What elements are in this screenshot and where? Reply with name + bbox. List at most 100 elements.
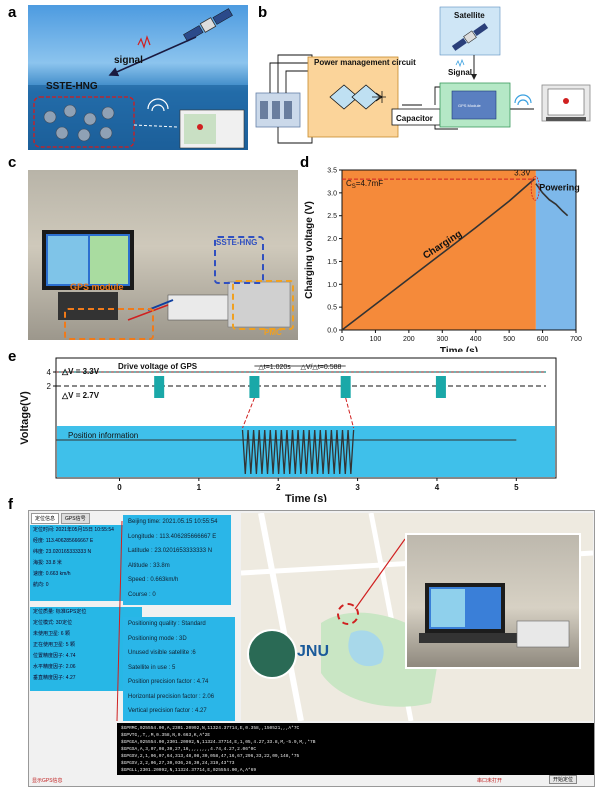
info-item: Altitude : 33.8m: [128, 562, 170, 569]
signal-label: signal: [114, 55, 143, 66]
signal-wave-icon: [137, 35, 151, 49]
panel-label-d: d: [300, 154, 310, 171]
info-item: Longitude : 113.406285666667 E: [128, 533, 217, 540]
panel-a-scene: [28, 8, 248, 150]
x-tick-label-e: 4: [435, 483, 440, 492]
gps-module-label: GPS Module: [458, 103, 481, 108]
satellite-label: Satellite: [454, 11, 485, 20]
panel-b-circuit-diagram: Power management circuit Capacitor GPS M…: [255, 6, 591, 144]
panel-label-f: f: [8, 496, 13, 513]
x-axis-label-e: Time (s): [285, 493, 327, 502]
powering-annotation: Powering: [539, 183, 580, 193]
console-line: $GPRMC,025554.00,A,2301.20992,N,11324.37…: [121, 726, 300, 731]
satellite-icon-b: [451, 23, 489, 51]
x-tick-label: 300: [436, 336, 448, 343]
plot-frame: [341, 169, 577, 331]
left-row: 航向: 0: [33, 582, 49, 588]
tab-gps-signal[interactable]: GPS信号: [61, 513, 90, 524]
left-row: 纬度: 23.020165333333 N: [33, 549, 92, 555]
tab-positioning-info[interactable]: 定位信息: [31, 513, 60, 524]
y-tick-label: 0.5: [327, 305, 337, 312]
panel-label-e: e: [8, 348, 17, 365]
transition-ellipse: [530, 175, 540, 201]
x-tick-label-e: 5: [514, 483, 519, 492]
info-item: Unused visible satellite :6: [128, 650, 196, 656]
jnu-logo: [247, 629, 297, 679]
jnu-label: JNU: [297, 643, 330, 660]
position-oscillation: [241, 429, 355, 475]
start-positioning-button[interactable]: 开始定位: [549, 775, 578, 784]
v33-annotation: 3.3V: [514, 168, 531, 177]
power-management-label: Power management circuit: [314, 58, 416, 67]
y-tick-label: 3.5: [327, 168, 337, 175]
satellite-icon: [183, 8, 233, 42]
tab-bar: 定位信息 GPS信号: [31, 513, 90, 524]
position-info-annotation: Position information: [68, 431, 138, 440]
y-tick-label: 3.0: [327, 190, 337, 197]
sste-hng-label-c: SSTE-HNG: [216, 238, 258, 247]
y-axis-label-e: Voltage(V): [19, 391, 31, 445]
info-panel-top: Beijing time: 2021.05.15 10:55:54 Longit…: [123, 515, 231, 605]
series-line-0: [341, 178, 535, 331]
sste-hng-outline: [214, 236, 264, 284]
console-line: $GPGSV,2,2,06,27,30,036,26,30,24,319,43*…: [121, 761, 235, 766]
panel-label-a: a: [8, 4, 17, 21]
location-pin-icon: [563, 98, 569, 104]
pulse-2: [340, 376, 351, 398]
device-array-box: [33, 96, 135, 148]
panel-label-b: b: [258, 4, 268, 21]
x-tick-label-e: 0: [117, 483, 122, 492]
x-tick-label: 100: [370, 336, 382, 343]
panel-a-illustration: signal SSTE-HNG: [28, 5, 248, 150]
sste-hng-label: SSTE-HNG: [46, 81, 98, 92]
left-row: 定位模式: 3D定位: [33, 620, 73, 626]
info-item: Positioning quality : Standard: [128, 621, 206, 627]
x-tick-label: 400: [470, 336, 482, 343]
signal-label-b: Signal: [448, 68, 472, 77]
left-row: 位置精度因子: 4.74: [33, 653, 76, 659]
signal-wave-icon-b: [455, 58, 465, 68]
callout-lines: [116, 520, 406, 722]
x-axis-label: Time (s): [440, 346, 478, 352]
y-tick-label-e: 4: [47, 368, 52, 377]
pulse-3: [435, 376, 446, 398]
y-tick-label: 2.5: [327, 213, 337, 220]
left-row: 未使用卫星: 6 颗: [33, 631, 70, 637]
info-item: Course : 0: [128, 591, 156, 598]
footer-status: 串口未打开: [477, 778, 503, 784]
y-tick-label: 2.0: [327, 236, 337, 243]
capacitor-label: Capacitor: [396, 114, 433, 123]
dv33-annotation: △V = 3.3V: [61, 367, 100, 376]
footer-left-text: 显示GPS信息: [32, 778, 63, 784]
y-tick-label-e: 2: [47, 382, 52, 391]
left-row: 垂直精度因子: 4.27: [33, 675, 76, 681]
left-row: 定位质量: 标准GPS定位: [33, 609, 87, 615]
region-powering: [535, 170, 576, 330]
left-row: 速度: 0.663 km/h: [33, 571, 71, 577]
wifi-icon-b: [514, 94, 532, 106]
left-row: 经度: 113.406285666667 E: [33, 538, 94, 544]
x-tick-label: 700: [570, 336, 582, 343]
console-line: $GPGSA,A,3,07,08,30,27,16,,,,,,,,4.74,4.…: [121, 747, 257, 752]
photo-inset: [405, 533, 581, 669]
y-tick-label: 1.0: [327, 282, 337, 289]
gps-module-outline: [64, 308, 154, 340]
x-tick-label-e: 2: [276, 483, 281, 492]
pulse-1: [249, 376, 260, 398]
region-charging: [342, 170, 536, 330]
left-row: 正在使用卫星: 5 颗: [33, 642, 75, 648]
info-item: Speed : 0.663km/h: [128, 577, 179, 583]
info-panel-bottom: Positioning quality : Standard Positioni…: [123, 617, 235, 721]
info-item: Beijing time: 2021.05.15 10:55:54: [128, 519, 218, 525]
breadboard: [167, 294, 229, 321]
location-marker-icon: [337, 603, 359, 625]
info-item: Vertical precision factor : 4.27: [128, 708, 207, 714]
pmc-outline: [232, 280, 294, 330]
dt-annotation: △t=1.020s: [258, 364, 291, 371]
x-tick-label: 500: [503, 336, 515, 343]
x-tick-label: 600: [537, 336, 549, 343]
y-tick-label: 0.0: [327, 328, 337, 335]
console-line: $GPGSV,2,1,06,07,64,313,48,08,30,058,47,…: [121, 754, 300, 759]
panel-f-gps-software: 定位信息 GPS信号 定位时间: 2021年05月15日 10:55:54 经度…: [28, 510, 595, 787]
